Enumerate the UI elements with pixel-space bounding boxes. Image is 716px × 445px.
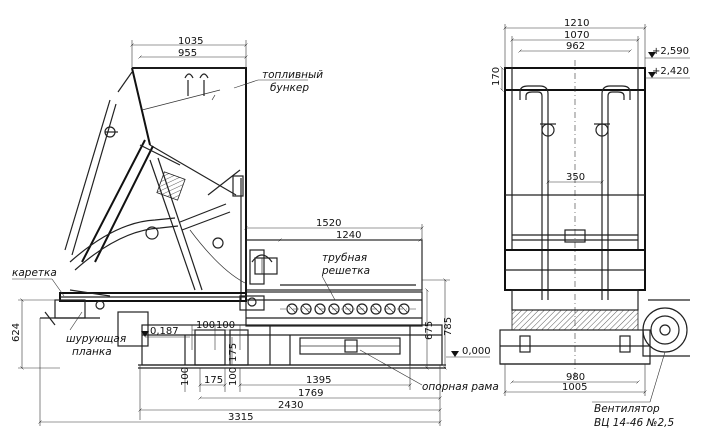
side-view-leaders — [12, 79, 423, 386]
label-support-frame: опорная рама — [422, 381, 499, 393]
dim-1520: 1520 — [316, 218, 341, 229]
label-plank-1: шурующая — [66, 333, 126, 345]
dim-955: 955 — [178, 48, 197, 59]
dim-980: 980 — [566, 372, 585, 383]
front-view-dimensions — [502, 24, 690, 403]
dim-175-a: 175 — [228, 343, 239, 362]
dim-624: 624 — [11, 323, 22, 342]
dim-1035: 1035 — [178, 36, 203, 47]
label-grate-1: трубная — [322, 252, 367, 264]
dim-0000: 0,000 — [462, 346, 491, 357]
label-fan-1: Вентилятор — [594, 403, 660, 415]
label-plank-2: планка — [72, 346, 112, 358]
dim-1210: 1210 — [564, 18, 589, 29]
label-grate-2: решетка — [321, 265, 370, 277]
dim-1395: 1395 — [306, 375, 331, 386]
dim-plus-2420: +2,420 — [652, 66, 689, 77]
dim-1769: 1769 — [298, 388, 323, 399]
dim-170: 170 — [491, 67, 502, 86]
dim-1070: 1070 — [564, 30, 589, 41]
carriage-assembly — [40, 289, 265, 326]
dim-175-b: 175 — [204, 375, 223, 386]
dim-3315: 3315 — [228, 412, 253, 423]
side-view: 1035 955 1520 1240 624 0,187 100 100 175… — [11, 36, 499, 426]
dim-1240: 1240 — [336, 230, 361, 241]
dim-100-c: 100 — [180, 367, 191, 386]
front-view: 1210 1070 962 170 +2,590 +2,420 350 980 … — [491, 18, 690, 429]
dim-350: 350 — [566, 172, 585, 183]
dim-962: 962 — [566, 41, 585, 52]
support-frame — [117, 311, 446, 369]
dim-100-a: 100 — [196, 320, 215, 331]
fuel-bunker — [131, 67, 247, 300]
label-carriage: каретка — [12, 267, 57, 279]
tube-grate — [245, 284, 423, 327]
dim-675: 675 — [424, 321, 435, 340]
dim-785: 785 — [443, 317, 454, 336]
dim-0187: 0,187 — [150, 326, 179, 337]
dim-plus-2590: +2,590 — [652, 46, 689, 57]
label-bunker-1: топливный — [262, 69, 323, 81]
dim-100-d: 100 — [228, 367, 239, 386]
label-fan-2: ВЦ 14-46 №2,5 — [594, 417, 674, 429]
side-view-dimensions — [18, 40, 490, 426]
dim-1005: 1005 — [562, 382, 587, 393]
feeder-arm — [64, 71, 246, 291]
label-bunker-2: бункер — [270, 82, 309, 94]
dim-2430: 2430 — [278, 400, 303, 411]
dim-100-b: 100 — [216, 320, 235, 331]
